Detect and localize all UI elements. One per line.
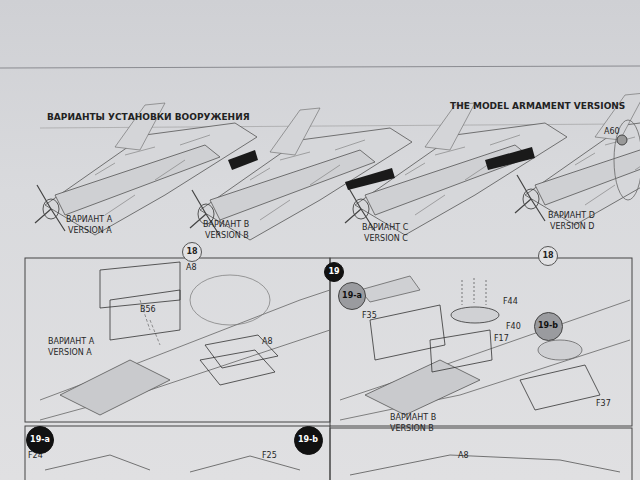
part-label: F25 [262, 452, 277, 460]
part-label: VERSION B [205, 232, 249, 240]
part-label: A8 [262, 338, 273, 346]
callout-number: 19 [328, 268, 339, 276]
callout-number: 19-b [538, 322, 558, 330]
callout-number: 19-b [298, 436, 318, 444]
part-label: VERSION B [390, 425, 434, 433]
part-label: F44 [503, 298, 518, 306]
part-label: THE MODEL ARMAMENT VERSIONS [450, 102, 625, 111]
callout-circle: 18 [538, 246, 558, 266]
callout-circle: 19-b [534, 312, 563, 341]
part-label: A8 [186, 264, 197, 272]
part-label: F40 [506, 323, 521, 331]
callout-number: 18 [542, 252, 553, 260]
part-label: A60 [604, 128, 620, 136]
part-label: ВАРИАНТ C [362, 224, 408, 232]
heading: ВАРИАНТЫ УСТАНОВКИ ВООРУЖЕНИЯ [47, 113, 250, 122]
part-label: VERSION C [364, 235, 408, 243]
part-label: VERSION A [68, 227, 112, 235]
part-label: VERSION A [48, 349, 92, 357]
part-label: F17 [494, 335, 509, 343]
part-label: ВАРИАНТ B [203, 221, 249, 229]
callout-number: 18 [186, 248, 197, 256]
callout-circle: 19 [324, 262, 344, 282]
callout-circle: 18 [182, 242, 202, 262]
part-label: VERSION D [550, 223, 595, 231]
callout-circle: 19-a [338, 282, 366, 310]
part-label: ВАРИАНТ B [390, 414, 436, 422]
part-label: ВАРИАНТ A [66, 216, 112, 224]
part-label: B56 [140, 306, 156, 314]
callout-number: 19-a [30, 436, 50, 444]
callout-circle: 19-b [294, 426, 323, 455]
part-label: F37 [596, 400, 611, 408]
part-label: A8 [458, 452, 469, 460]
part-label: F35 [362, 312, 377, 320]
callout-circle: 19-a [26, 426, 54, 454]
callout-number: 19-a [342, 292, 362, 300]
part-label: ВАРИАНТ D [548, 212, 595, 220]
part-label: ВАРИАНТ A [48, 338, 94, 346]
